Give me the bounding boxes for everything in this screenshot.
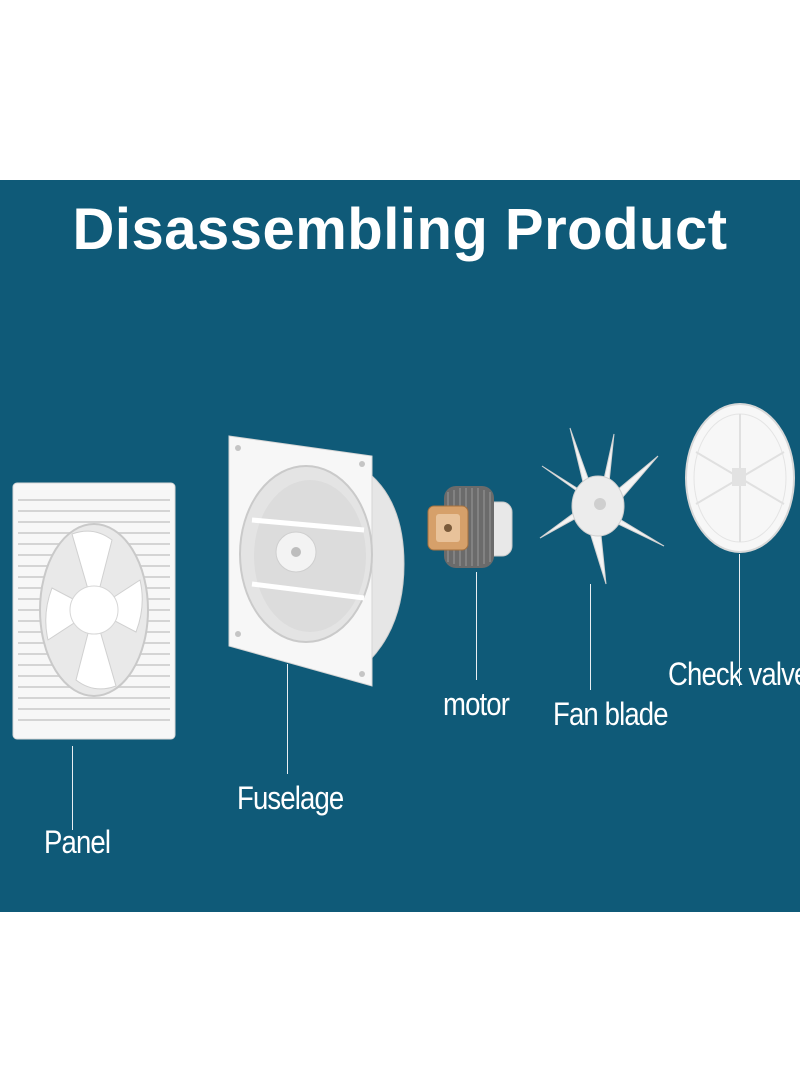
check-valve-label: Check valve [668,656,800,692]
fan-blade-leader-line [590,584,591,690]
panel-label: Panel [44,824,111,860]
fuselage-leader-line [287,664,288,774]
panel-leader-line [72,746,73,830]
fuselage-image [228,435,405,687]
panel-image [12,482,176,740]
fan-blade-label: Fan blade [553,696,669,732]
page-title: Disassembling Product [72,197,728,262]
motor-label: motor [443,686,510,722]
fan-blade-image [539,427,665,585]
motor-leader-line [476,572,477,680]
fuselage-label: Fuselage [237,780,344,816]
check-valve-leader-line [739,554,740,686]
motor-image [427,486,513,568]
check-valve-image [685,403,795,553]
product-banner: Disassembling Product [0,180,800,912]
